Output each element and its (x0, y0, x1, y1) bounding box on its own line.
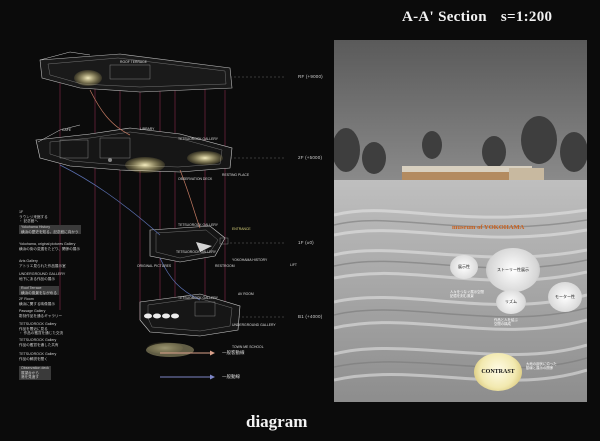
note-8: Passage Gallery 彫刻作品を通るギャラリー (19, 309, 63, 318)
label-tetsuo-gallery-2f: TETSUOROCK GALLERY (178, 137, 219, 141)
panel-note-1: 人々をつなぐ展示空間 記憶を刻む風景 (450, 290, 484, 299)
label-restroom: RESTROOM (215, 264, 235, 268)
note-3: Yokohama, original pictures Gallery 横浜の街… (19, 242, 80, 251)
contrast-bubble: CONTRAST (474, 353, 522, 391)
label-av-room: AV ROOM (238, 292, 254, 296)
section-title: A-A' Section (402, 9, 487, 25)
roof-plan (39, 51, 233, 93)
contour-lines (334, 208, 587, 382)
note-11: TETSUOROCK Gallery 作品の解説を聞く (19, 352, 57, 361)
note-7: 2F Room 横浜に関する映像展示 (19, 297, 55, 306)
panel-caption: museum of YOKOHAMA (452, 224, 525, 231)
note-1: 1F ラウンジ来館する ・ 記念館へ (19, 210, 48, 224)
note-10: TETSUOROCK Gallery 作品の鑑賞を通した共有 (19, 338, 59, 347)
label-resting-place: RESTING PLACE (222, 173, 250, 177)
level-guides (230, 76, 285, 318)
flow-lines (59, 164, 201, 301)
note-4: Arts Gallery アトリエ見られた作品展示室 (19, 259, 66, 268)
level-rf: RF (+9000) (298, 74, 323, 79)
level-2f: 2F (+5000) (298, 155, 323, 160)
projection-lines (59, 70, 226, 330)
bubble-exhibition: 展示性 (450, 255, 478, 279)
sheet-title: A-A' Section s=1:200 (402, 9, 552, 26)
label-entrance: ENTRANCE (232, 227, 251, 231)
label-yokohama-history: YOKOHAMA HISTORY (232, 258, 268, 262)
axonometric-diagram (35, 51, 285, 380)
label-tetsuo-gallery-b1: TETSUOROCK GALLERY (178, 296, 219, 300)
label-cafe: CAFE (62, 128, 72, 132)
site-model-panel (334, 40, 587, 402)
tree-silhouettes (334, 116, 587, 174)
note-12: Observation deck 展望台から 港を見渡す (19, 366, 51, 380)
ground-ellipse (146, 343, 194, 357)
legend-blue-label: 一般動線 (222, 374, 240, 379)
note-5: UNDERGROUND GALLERY 地下にある作品の展示 (19, 272, 66, 281)
level-b1: B1 (+4000) (298, 314, 323, 319)
site-model-photo (334, 40, 587, 402)
note-2: Yokohama History 横浜の歴史を知る。記念館に向かう (19, 225, 81, 235)
label-lift: LIFT (290, 263, 297, 267)
panel-note-2: 作品と人を結ぶ 空間の構成 (494, 318, 518, 327)
legend-arrows (160, 350, 215, 380)
dot-row (144, 313, 179, 319)
diagram-title: diagram (246, 412, 308, 431)
panel-note-3: 大地の起伏に沿った 動線と展示の関係 (526, 362, 557, 371)
label-library: LIBRARY (140, 127, 155, 131)
level-1f: 1F (±0) (298, 240, 314, 245)
bubble-motor: モーター性 (548, 282, 582, 312)
label-tetsuo-gallery-1f-b: TETSUOROCK GALLERY (176, 250, 217, 254)
label-roof-terrace: ROOF TERRACE (120, 60, 147, 64)
scale-label: s=1:200 (500, 9, 553, 25)
label-town-me-school: TOWN ME SCHOOL (232, 345, 264, 349)
bubble-rhythm: リズム (496, 290, 526, 314)
label-underground-gallery: UNDERGROUND GALLERY (232, 323, 276, 327)
first-floor-plan (149, 225, 229, 263)
note-9: TETSUOROCK Gallery 作品を間近に見る ・ 作品の鑑賞を通じた交… (19, 322, 64, 336)
label-tetsuo-gallery-1f: TETSUOROCK GALLERY (178, 223, 219, 227)
second-floor-plan (35, 124, 233, 173)
label-original-pictures: ORIGINAL PICTURES (137, 264, 172, 268)
legend-orange-label: 一般客動線 (222, 350, 245, 355)
bubble-story: ストーリー性展示 (486, 248, 540, 292)
note-6: Roof Terrace 横浜の風景をながめる (19, 286, 59, 296)
label-observation-deck: OBSERVATION DECK (178, 177, 213, 181)
